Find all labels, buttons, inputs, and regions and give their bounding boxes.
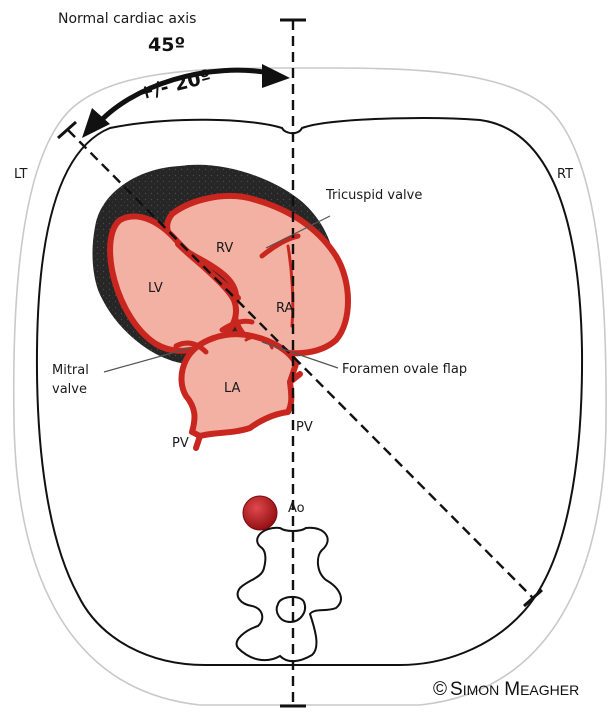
pulmonary-vein-left — [196, 436, 200, 448]
diagram-title: Normal cardiac axis — [58, 11, 196, 27]
heart — [110, 196, 348, 448]
range-label: +/- 20º — [136, 65, 214, 104]
label-rv: RV — [216, 241, 233, 256]
copyright-m-initial: M — [504, 679, 520, 700]
copyright-s-rest: IMON — [463, 682, 500, 698]
copyright-m-rest: EAGHER — [520, 682, 579, 698]
label-mitral-line1: Mitral — [52, 363, 89, 378]
label-ao: Ao — [288, 501, 305, 516]
angle-label: 45º — [148, 34, 185, 56]
side-label-left: LT — [14, 167, 27, 182]
label-la: LA — [224, 381, 241, 396]
axis-line-bottom-cap — [524, 590, 542, 606]
label-mitral-line2: valve — [52, 382, 87, 397]
label-lv: LV — [148, 281, 163, 296]
aorta — [243, 496, 277, 530]
label-pv-left: PV — [172, 436, 189, 451]
label-ra: RA — [276, 301, 294, 316]
label-tricuspid-valve: Tricuspid valve — [325, 188, 422, 203]
label-foramen-ovale-flap: Foramen ovale flap — [342, 362, 467, 377]
label-pv-right: PV — [296, 420, 313, 435]
copyright-s-initial: S — [450, 679, 463, 700]
side-label-right: RT — [557, 167, 573, 182]
copyright-symbol: © — [433, 679, 447, 700]
arrowhead-left-icon — [82, 108, 110, 138]
vertebra-icon — [237, 528, 341, 661]
spinal-canal — [277, 597, 305, 622]
